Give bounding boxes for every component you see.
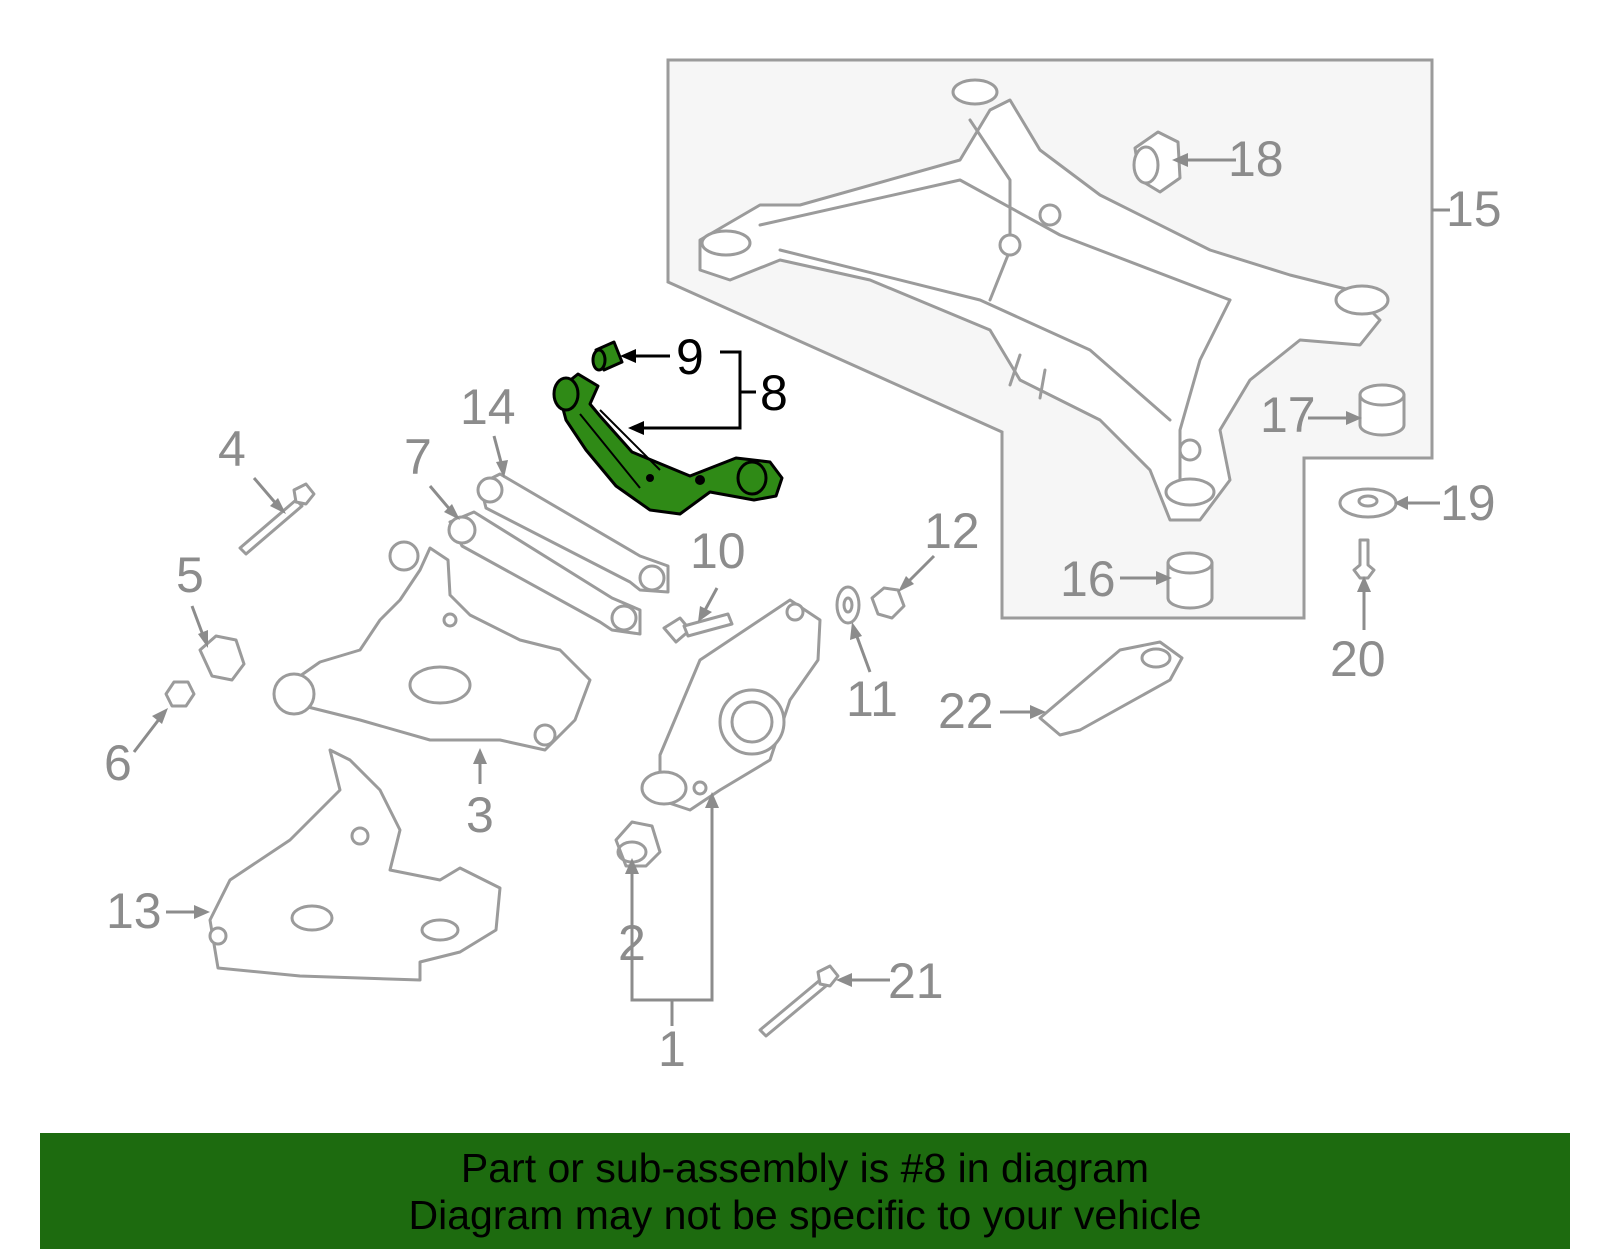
callout-labels: 18 15 17 19 16 12 20 22 11 10 14 7 4 5 6…	[104, 131, 1502, 1077]
bracket-22	[1038, 640, 1184, 737]
callout-22: 22	[938, 683, 994, 739]
washer-19	[1338, 487, 1398, 519]
callout-9: 9	[676, 329, 704, 385]
callout-20: 20	[1330, 631, 1386, 687]
callout-6: 6	[104, 735, 132, 791]
callout-10: 10	[690, 523, 746, 579]
callout-21: 21	[888, 953, 944, 1009]
banner-line-1: Part or sub-assembly is #8 in diagram	[460, 1145, 1150, 1191]
bolt-4	[238, 482, 316, 556]
control-link-7	[447, 510, 642, 636]
shield-13	[208, 748, 502, 982]
callout-18: 18	[1228, 131, 1284, 187]
bolt-20	[1352, 538, 1376, 580]
bushing-9	[591, 340, 624, 372]
callout-16: 16	[1060, 551, 1116, 607]
callout-11: 11	[846, 671, 898, 727]
callout-12: 12	[924, 503, 980, 559]
callout-14: 14	[460, 379, 516, 435]
leader-lines	[132, 153, 1450, 1026]
banner-line-2: Diagram may not be specific to your vehi…	[408, 1192, 1202, 1238]
callout-1: 1	[658, 1021, 686, 1077]
bushing-16	[1166, 551, 1214, 610]
callout-3: 3	[466, 787, 494, 843]
callout-7: 7	[404, 429, 432, 485]
bushing-17	[1358, 383, 1406, 437]
knuckle	[640, 598, 822, 812]
upper-arm-8	[552, 372, 784, 516]
callout-15: 15	[1446, 181, 1502, 237]
nut-12	[870, 586, 906, 620]
bushing-18	[1132, 130, 1182, 194]
nut-6	[164, 680, 196, 708]
callout-17: 17	[1260, 387, 1316, 443]
callout-19: 19	[1440, 475, 1496, 531]
bushing-5	[198, 634, 246, 682]
callout-8: 8	[760, 365, 788, 421]
bushing-2	[614, 820, 662, 868]
callout-13: 13	[106, 883, 162, 939]
control-link-14	[476, 472, 670, 594]
bolt-10	[662, 612, 734, 644]
lower-arm	[272, 540, 592, 752]
washer-11	[835, 585, 861, 625]
callout-2: 2	[618, 915, 646, 971]
rear-subframe	[698, 78, 1390, 522]
callout-5: 5	[176, 547, 204, 603]
bolt-21	[758, 964, 840, 1038]
callout-4: 4	[218, 421, 246, 477]
info-banner: Part or sub-assembly is #8 in diagram Di…	[40, 1133, 1570, 1249]
